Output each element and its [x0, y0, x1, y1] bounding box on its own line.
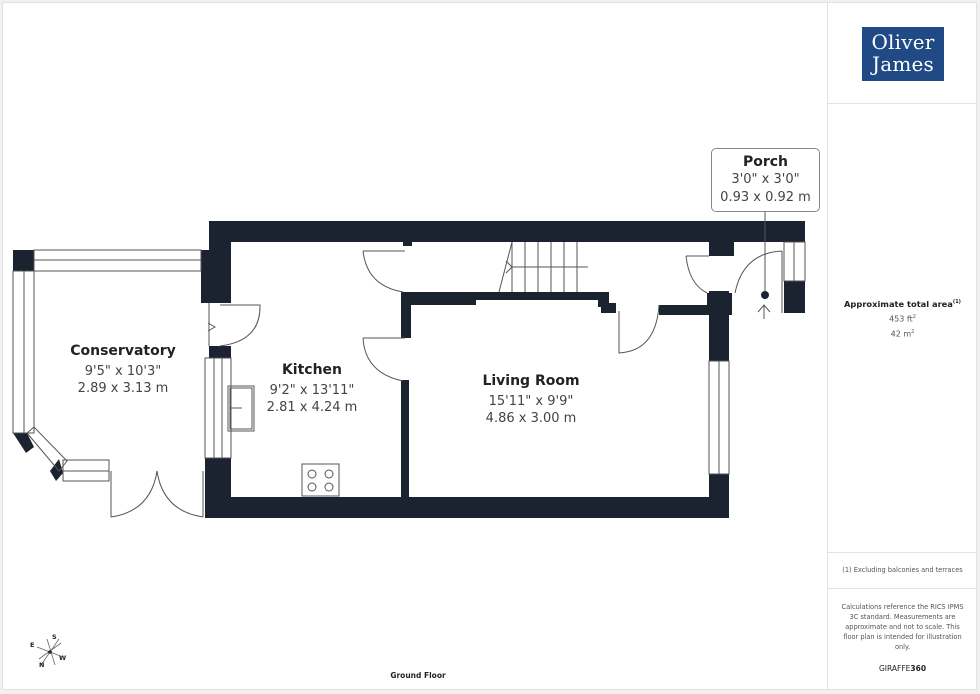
compass-icon: S E W N [29, 631, 73, 675]
floor-label: Ground Floor [390, 671, 446, 680]
porch-metric: 0.93 x 0.92 m [720, 190, 811, 205]
svg-text:4.86 x 3.00 m: 4.86 x 3.00 m [486, 411, 577, 426]
svg-text:9'5" x 10'3": 9'5" x 10'3" [85, 364, 161, 379]
area-sqm: 42 m2 [890, 328, 915, 339]
porch-name: Porch [742, 154, 789, 170]
floor-plan-area: Conservatory 9'5" x 10'3" 2.89 x 3.13 m … [3, 3, 827, 689]
compass-rose-icon [36, 638, 64, 666]
logo-line-2: James [871, 52, 934, 76]
brand-logo: Oliver James [862, 27, 944, 81]
svg-text:Living Room: Living Room [482, 373, 579, 389]
info-panel: Oliver James Approximate total area(1) 4… [827, 3, 977, 689]
room-living-room-label: Living Room 15'11" x 9'9" 4.86 x 3.00 m [482, 373, 579, 426]
logo-cell: Oliver James [828, 3, 977, 104]
walls [13, 221, 805, 518]
footnote: (1) Excluding balconies and terraces [828, 552, 977, 589]
entry-marker [761, 291, 769, 299]
room-kitchen-label: Kitchen 9'2" x 13'11" 2.81 x 4.24 m [267, 362, 358, 415]
total-area: Approximate total area(1) 453 ft2 42 m2 [828, 299, 977, 338]
logo-line-1: Oliver [871, 30, 935, 54]
area-sqft: 453 ft2 [889, 314, 916, 324]
svg-text:Kitchen: Kitchen [282, 362, 342, 378]
room-porch-label: Porch 3'0" x 3'0" 0.93 x 0.92 m [711, 148, 820, 212]
disclaimer: Calculations reference the RICS IPMS 3C … [841, 603, 964, 651]
porch-imperial: 3'0" x 3'0" [731, 172, 800, 187]
windows-and-lines [12, 210, 806, 518]
svg-text:2.81 x 4.24 m: 2.81 x 4.24 m [267, 400, 358, 415]
area-title: Approximate total area(1) [844, 299, 961, 309]
svg-text:15'11" x 9'9": 15'11" x 9'9" [489, 394, 574, 409]
floor-plan-drawing: Conservatory 9'5" x 10'3" 2.89 x 3.13 m … [12, 210, 806, 518]
svg-text:9'2" x 13'11": 9'2" x 13'11" [270, 383, 355, 398]
svg-text:Conservatory: Conservatory [70, 343, 176, 359]
provider-brand: GIRAFFE360 [878, 664, 927, 673]
room-conservatory-label: Conservatory 9'5" x 10'3" 2.89 x 3.13 m [70, 343, 176, 396]
svg-text:2.89 x 3.13 m: 2.89 x 3.13 m [78, 381, 169, 396]
